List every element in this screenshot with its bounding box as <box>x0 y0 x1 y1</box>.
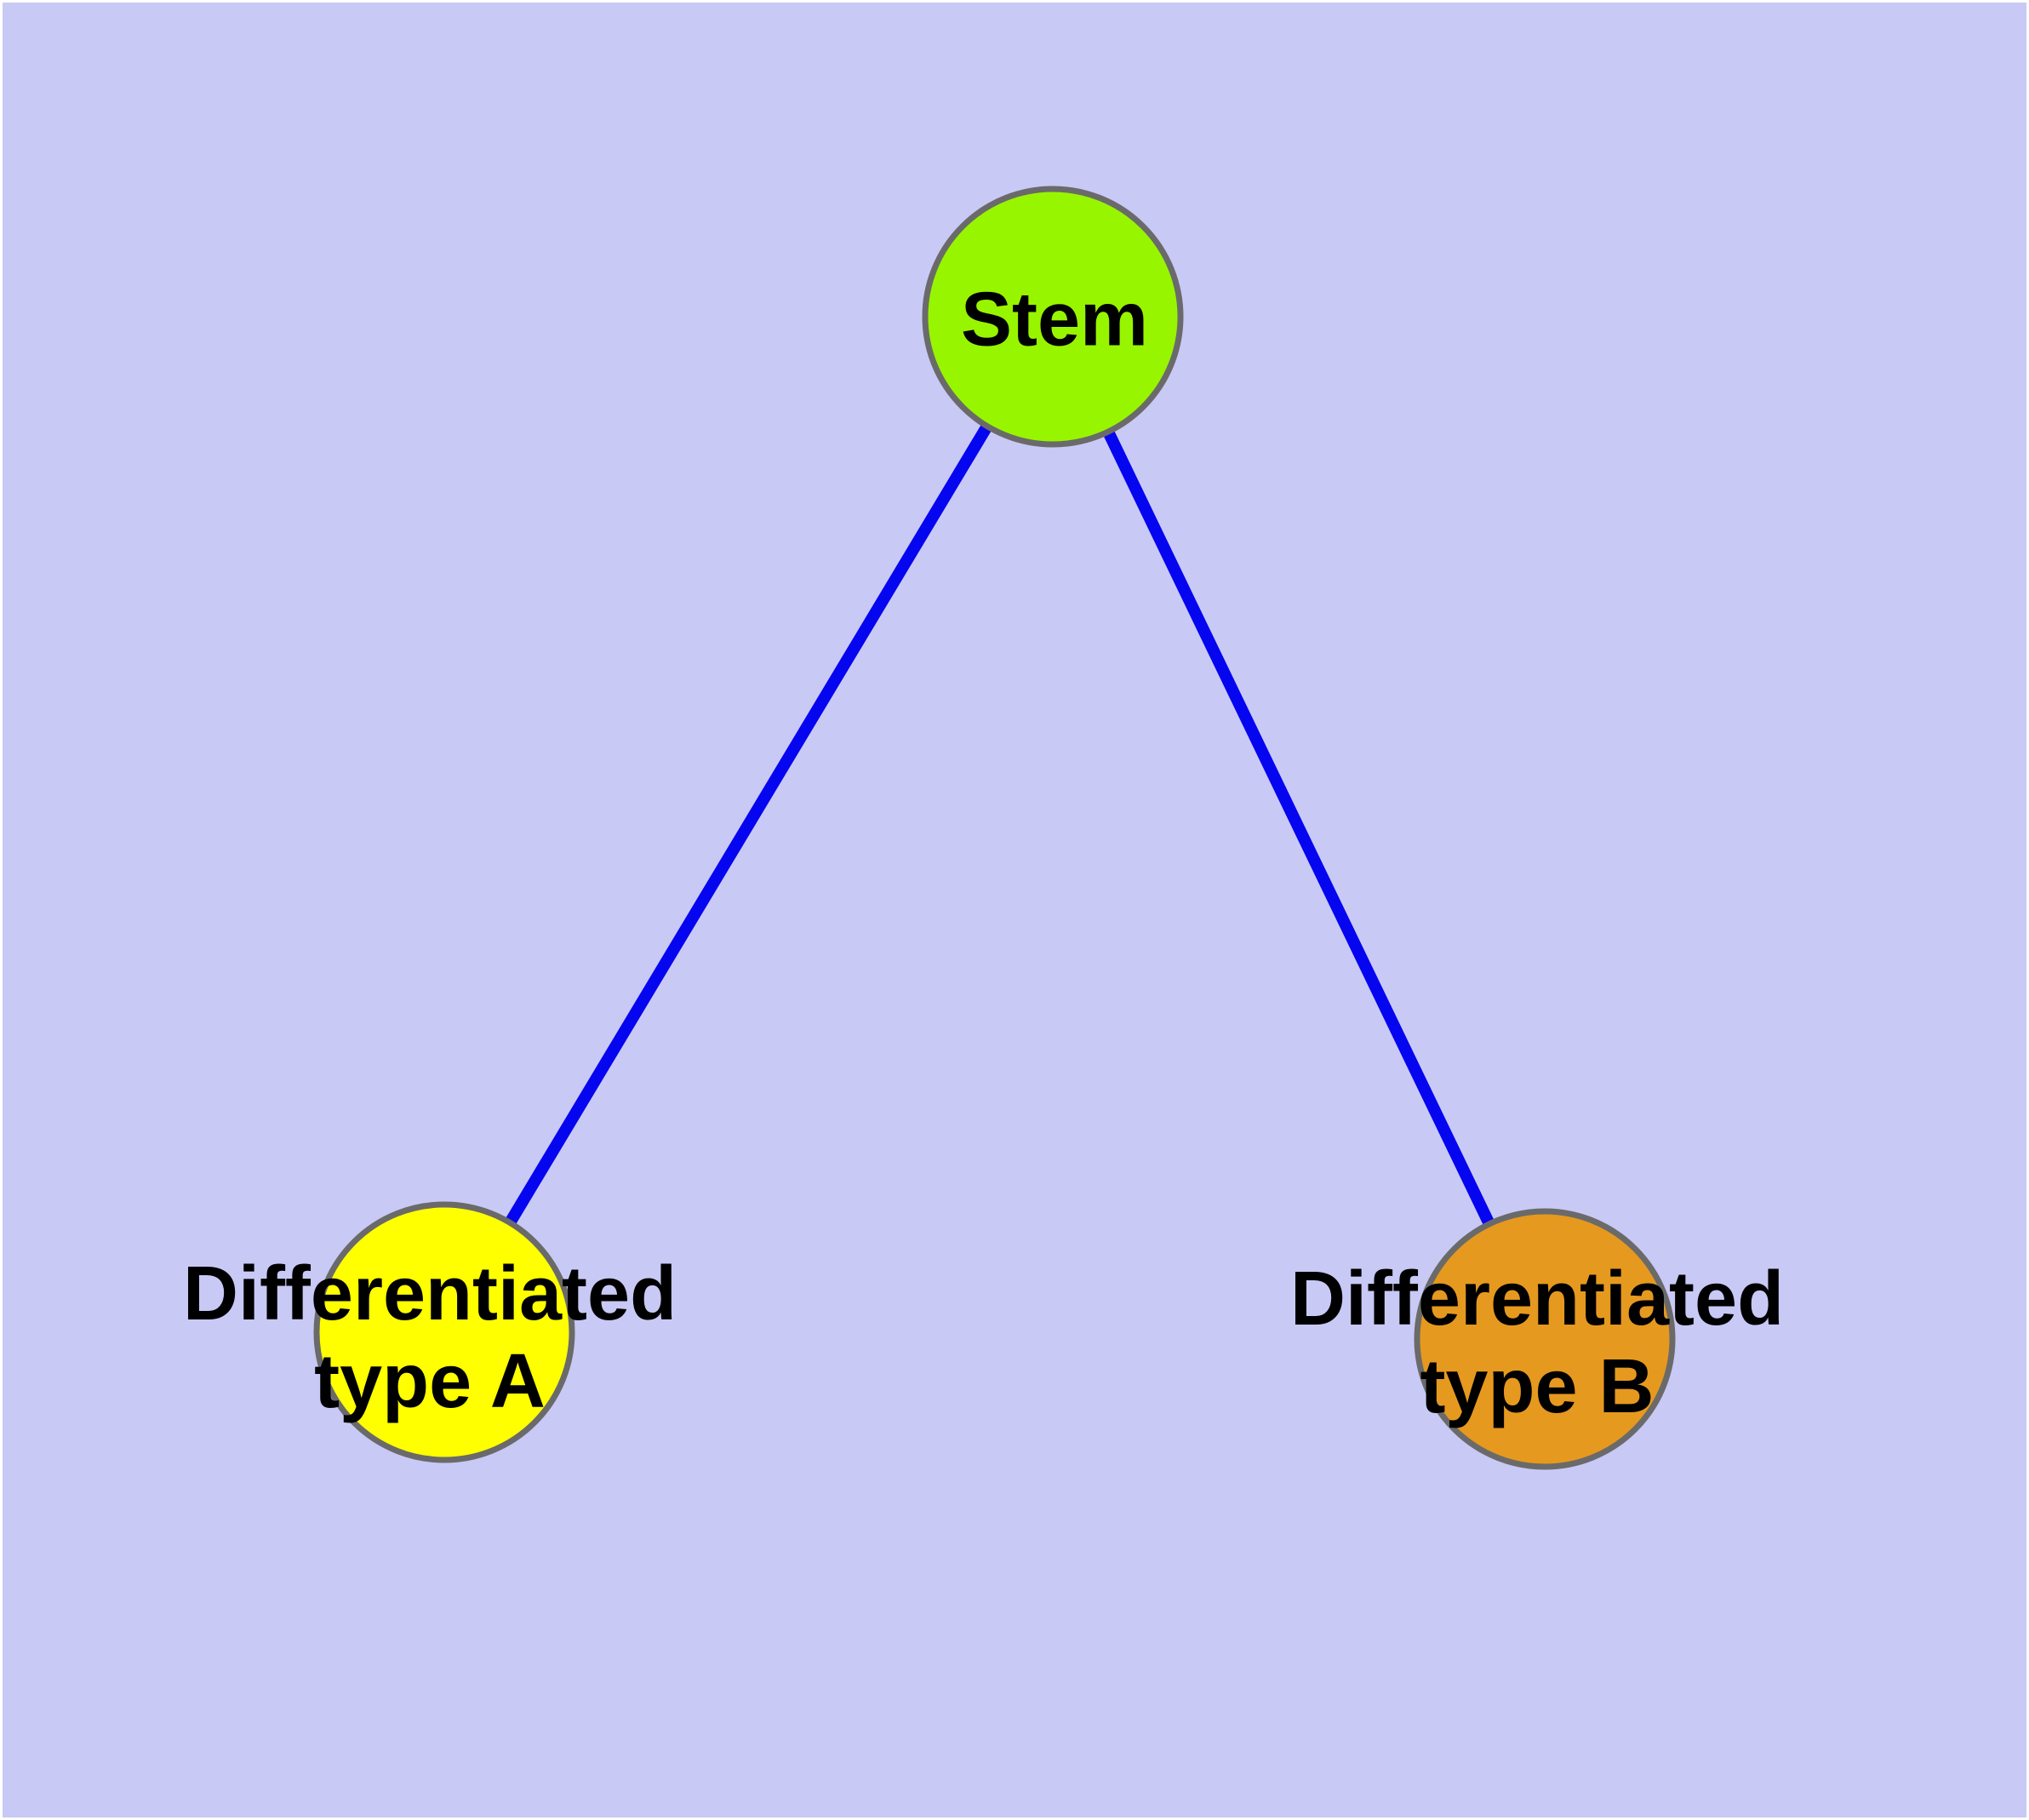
node-layer <box>313 186 1676 1470</box>
edge-stem-to-diff-b <box>1047 313 1551 1342</box>
edge-stem-to-diff-a <box>438 313 1059 1336</box>
node-circle-diff-b <box>1414 1208 1676 1470</box>
edge-layer <box>438 313 1551 1342</box>
node-circle-diff-a <box>313 1201 575 1463</box>
node-circle-stem <box>922 186 1184 448</box>
